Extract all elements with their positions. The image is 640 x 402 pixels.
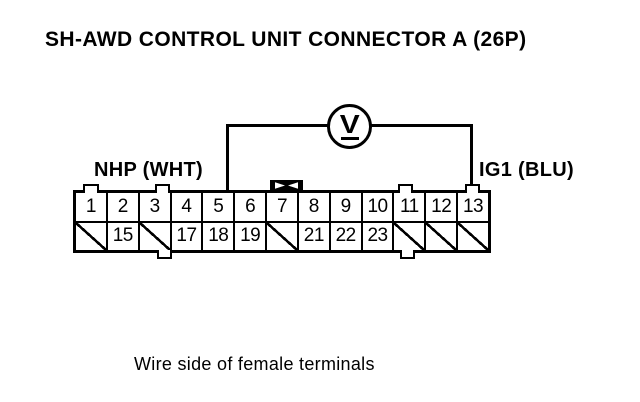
terminal-cell: 11 <box>394 193 425 221</box>
connector-tab-top-pin1 <box>83 184 99 193</box>
terminal-cell: 18 <box>203 222 234 250</box>
terminal-cell: 21 <box>298 222 329 250</box>
terminal-cell: 12 <box>426 193 457 221</box>
terminal-cell: 17 <box>171 222 202 250</box>
empty-terminal-cell <box>267 222 297 250</box>
page-title: SH-AWD CONTROL UNIT CONNECTOR A (26P) <box>45 28 527 51</box>
voltmeter-symbol: V <box>339 109 360 140</box>
terminal-cell: 2 <box>107 193 138 221</box>
connector-tab-top-pin13 <box>465 184 480 193</box>
connector-key-icon <box>270 180 303 191</box>
terminal-cell: 6 <box>235 193 266 221</box>
terminal-cell: 8 <box>298 193 329 221</box>
empty-terminal-cell <box>426 222 457 250</box>
left-terminal-label: NHP (WHT) <box>94 159 203 181</box>
empty-terminal-cell <box>76 222 106 250</box>
terminal-cell: 9 <box>330 193 361 221</box>
terminal-cell: 4 <box>171 193 202 221</box>
right-terminal-label: IG1 (BLU) <box>479 159 574 181</box>
terminal-cell: 5 <box>203 193 234 221</box>
voltmeter-baseline <box>340 136 359 140</box>
diagram-caption: Wire side of female terminals <box>134 354 375 374</box>
terminal-cell: 19 <box>235 222 266 250</box>
terminal-cell: 3 <box>139 193 170 221</box>
connector-tab-bottom-pin3 <box>157 250 172 259</box>
meter-wire-right-probe <box>470 124 473 185</box>
meter-wire-left-probe <box>226 124 229 191</box>
voltmeter-icon: V <box>327 104 372 149</box>
terminal-cell: 13 <box>458 193 488 221</box>
connector-tab-top-pin11 <box>398 184 413 193</box>
empty-terminal-cell <box>394 222 425 250</box>
terminal-cell: 23 <box>362 222 393 250</box>
terminal-cell: 10 <box>362 193 393 221</box>
empty-terminal-cell <box>458 222 488 250</box>
connector-tab-bottom-pin11 <box>400 250 415 259</box>
terminal-cell: 7 <box>267 193 297 221</box>
terminal-cell: 22 <box>330 222 361 250</box>
terminal-cell: 15 <box>107 222 138 250</box>
empty-terminal-cell <box>139 222 170 250</box>
terminal-cell: 1 <box>76 193 106 221</box>
connector-tab-top-pin3 <box>155 184 170 193</box>
